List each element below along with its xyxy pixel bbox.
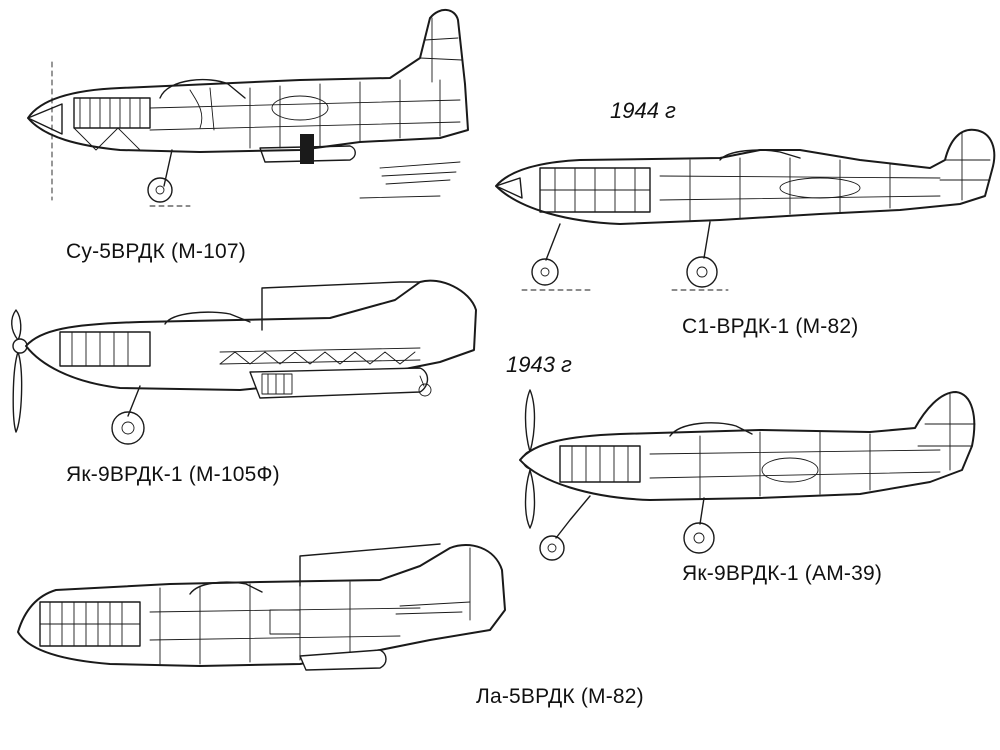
year-1944: 1944 г: [610, 98, 676, 123]
la5-airframe: [17, 543, 506, 671]
caption-yak9-m105: Як-9ВРДК-1 (М-105Ф): [66, 463, 280, 486]
caption-yak9-am39: Як-9ВРДК-1 (АМ-39): [682, 562, 883, 585]
caption-la5: Ла-5ВРДК (М-82): [476, 685, 644, 708]
s1-airframe: [495, 128, 996, 291]
year-1943: 1943 г: [506, 352, 572, 377]
yak9-am39-airframe: [519, 389, 976, 561]
su5-airframe: [27, 9, 469, 207]
caption-s1: С1-ВРДК-1 (М-82): [682, 315, 859, 338]
yak9-m105-airframe: [11, 279, 477, 445]
caption-su5: Су-5ВРДК (М-107): [66, 240, 246, 263]
